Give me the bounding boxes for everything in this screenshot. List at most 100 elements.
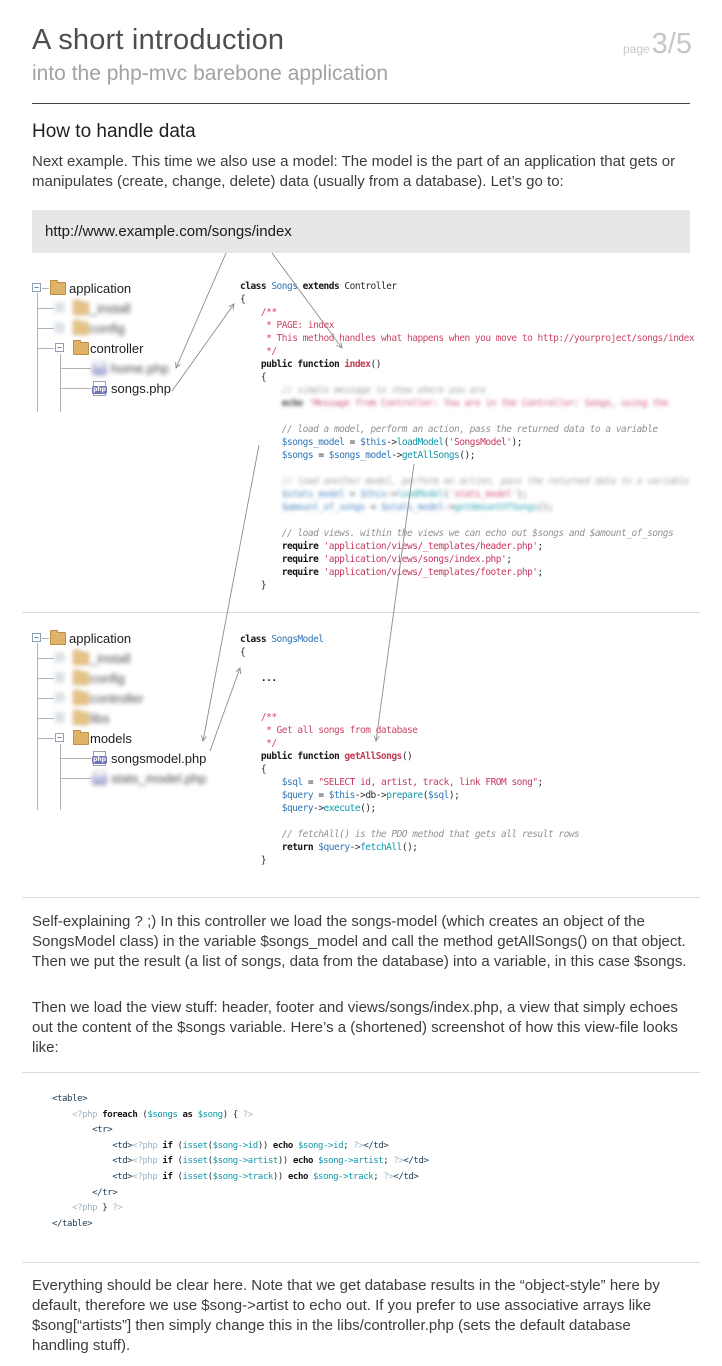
code-line (240, 698, 579, 711)
tree-item-label: _install (90, 301, 131, 316)
code-line: class SongsModel (240, 634, 324, 645)
code-line (240, 410, 694, 423)
tree-item-label: home.php (111, 361, 169, 376)
collapse-toggle-icon[interactable]: − (55, 733, 64, 742)
code-line: <?php } ?> (72, 1203, 123, 1214)
code-line: public function index() (240, 359, 382, 370)
code-line: require 'application/views/_templates/fo… (240, 567, 544, 578)
expand-toggle-icon[interactable]: + (55, 303, 64, 312)
code-line: </tr> (52, 1187, 118, 1198)
page-indicator-number: 3/5 (651, 28, 692, 60)
folder-icon (50, 630, 66, 645)
folder-icon (73, 710, 89, 725)
page-indicator-label: page (622, 42, 650, 56)
tree-item-config[interactable]: + config (0, 668, 235, 688)
code-line: $stats_model = $this->loadModel('stats_m… (281, 489, 528, 500)
tree-item-controller[interactable]: + controller (0, 688, 235, 708)
folder-icon (73, 340, 89, 355)
code-line: <table> (52, 1094, 88, 1104)
code-line: public function getAllSongs() (240, 751, 413, 762)
code-line (240, 514, 694, 527)
code-line: { (240, 764, 267, 775)
intro-paragraph: Next example. This time we also use a mo… (32, 153, 676, 190)
tree-item--install[interactable]: + _install (0, 648, 235, 668)
section-divider (22, 1072, 700, 1073)
url-box: http://www.example.com/songs/index (32, 210, 690, 253)
tree-item-label: application (69, 631, 132, 646)
tree-item-label: config (90, 671, 125, 686)
code-line: class Songs extends Controller (240, 281, 397, 292)
tree-item-config[interactable]: +config (0, 318, 235, 338)
explain-paragraph-2: Then we load the view stuff: header, foo… (32, 999, 678, 1056)
section-divider (22, 1262, 700, 1263)
collapse-toggle-icon[interactable]: − (32, 283, 41, 292)
code-line: $query = $this->db->prepare($sql); (281, 790, 460, 801)
code-line: { (240, 647, 246, 658)
tree-item-controller[interactable]: − controller (0, 338, 235, 358)
expand-toggle-icon[interactable]: + (55, 673, 64, 682)
url-text: http://www.example.com/songs/index (45, 223, 292, 240)
code-line: // load views. within the views we can e… (240, 528, 674, 539)
expand-toggle-icon[interactable]: + (55, 323, 64, 332)
expand-toggle-icon[interactable]: + (55, 713, 64, 722)
code-line: <?php foreach ($songs as $song) { ?> (72, 1109, 253, 1120)
code-line: // load a model, perform an action, pass… (240, 424, 658, 435)
tree-item-application[interactable]: − application (0, 278, 235, 298)
folder-icon (73, 670, 89, 685)
code-line: return $query->fetchAll(); (240, 842, 418, 853)
folder-icon (73, 320, 89, 335)
code-line (240, 462, 694, 475)
code-line: */ (240, 738, 277, 749)
code-line (240, 659, 579, 672)
page-indicator: page 3/5 (623, 28, 692, 61)
tree-connector-lines (37, 288, 91, 412)
folder-icon (50, 280, 66, 295)
tree-item-application[interactable]: − application (0, 628, 235, 648)
code-line: { (240, 294, 246, 305)
code-line: // simple message to show where you are (240, 385, 486, 396)
explain-paragraph-1: Self-explaining ? ;) In this controller … (32, 913, 687, 970)
code-line: $query->execute(); (281, 803, 376, 814)
folder-icon (73, 690, 89, 705)
code-line: } (240, 580, 267, 591)
file-tree-models: −application+_install+config+controller+… (0, 628, 235, 810)
code-line: * PAGE: index (240, 320, 334, 331)
code-line: <td><?php if (isset($song->track)) echo … (52, 1171, 419, 1182)
page-subtitle: into the php-mvc barebone application (32, 62, 389, 85)
code-line: $amount_of_songs = $stats_model->getAmou… (281, 502, 554, 513)
tree-item-label: application (69, 281, 132, 296)
expand-toggle-icon[interactable]: + (55, 693, 64, 702)
code-line: $songs = $songs_model->getAllSongs(); (281, 450, 476, 461)
collapse-toggle-icon[interactable]: − (55, 343, 64, 352)
tree-item-label: songs.php (111, 381, 171, 396)
php-file-icon: php (92, 751, 107, 766)
folder-icon (73, 650, 89, 665)
code-line: * This method handles what happens when … (240, 333, 695, 344)
code-line (240, 685, 579, 698)
code-line: echo 'Message from Controller: You are i… (240, 398, 669, 409)
page-title: A short introduction (32, 24, 285, 56)
expand-toggle-icon[interactable]: + (55, 653, 64, 662)
code-line: $songs_model = $this->loadModel('SongsMo… (281, 437, 523, 448)
code-line: * Get all songs from database (240, 725, 418, 736)
tree-item-label: models (90, 731, 132, 746)
tree-item-label: controller (90, 341, 144, 356)
tree-item--install[interactable]: + _install (0, 298, 235, 318)
tree-item-libs[interactable]: +libs (0, 708, 235, 728)
code-line: <tr> (52, 1125, 113, 1136)
tree-connector-lines (37, 638, 91, 810)
code-line: require 'application/views/_templates/he… (240, 541, 544, 552)
php-file-icon: php (92, 771, 107, 786)
header-divider (32, 103, 690, 104)
tree-item-label: _install (90, 651, 131, 666)
folder-icon (73, 730, 89, 745)
tree-item-models[interactable]: − models (0, 728, 235, 748)
tree-item-label: controller (90, 691, 144, 706)
code-line: /** (240, 712, 277, 723)
collapse-toggle-icon[interactable]: − (32, 633, 41, 642)
